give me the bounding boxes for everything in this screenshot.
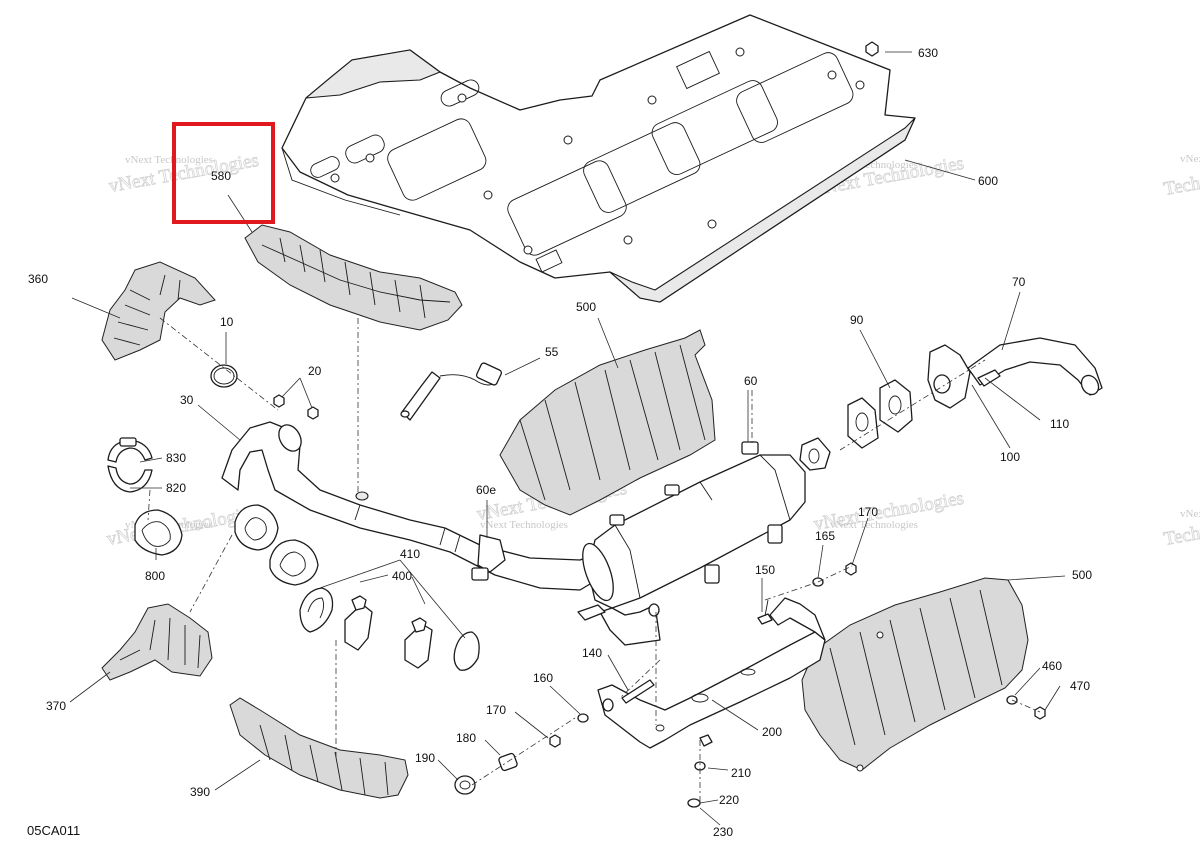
- nut-20: [273, 394, 319, 420]
- callout-500-upper: 500: [576, 300, 596, 314]
- callout-10: 10: [220, 315, 234, 329]
- washer-165: [812, 577, 824, 587]
- oxygen-sensor-55: [400, 362, 503, 421]
- callout-20: 20: [308, 364, 322, 378]
- callout-170-lower: 170: [486, 703, 506, 717]
- washer-160: [577, 713, 589, 723]
- washer-220: [687, 798, 701, 808]
- callout-60e: 60e: [476, 483, 496, 497]
- callout-200: 200: [762, 725, 782, 739]
- rivet-210: [694, 734, 713, 771]
- callout-500-lower: 500: [1072, 568, 1092, 582]
- callout-800: 800: [145, 569, 165, 583]
- callout-830: 830: [166, 451, 186, 465]
- callout-90: 90: [850, 313, 864, 327]
- bolt-630: [865, 41, 879, 57]
- callout-460: 460: [1042, 659, 1062, 673]
- callout-410: 410: [400, 547, 420, 561]
- grommet-190: [454, 775, 476, 795]
- callout-55: 55: [545, 345, 559, 359]
- bolt-470: [1034, 706, 1046, 720]
- callout-170-upper: 170: [858, 505, 878, 519]
- assembly-lines: [147, 317, 1041, 805]
- tailpipe-70: [927, 337, 1103, 409]
- callout-190: 190: [415, 751, 435, 765]
- callout-360: 360: [28, 272, 48, 286]
- callout-labels: 630 600 580 360 10 20 30 55 500 60 70 90…: [28, 46, 1092, 839]
- heat-shield-500-upper: [499, 329, 716, 516]
- gasket-90: [799, 379, 913, 471]
- heat-shield-580: [244, 224, 463, 331]
- callout-630: 630: [918, 46, 938, 60]
- callout-220: 220: [719, 793, 739, 807]
- callout-150: 150: [755, 563, 775, 577]
- clamp-60e: [471, 534, 506, 581]
- bracket-200: [597, 597, 826, 749]
- clamp-800: [134, 509, 183, 556]
- heat-shield-370: [101, 603, 213, 681]
- callout-140: 140: [582, 646, 602, 660]
- callout-580: 580: [211, 169, 231, 183]
- skid-plate-600: [281, 14, 916, 303]
- bolt-150: [757, 599, 773, 625]
- clamp-830: [107, 437, 153, 493]
- watermark-text: vNext Technologies: [125, 154, 213, 166]
- callout-100: 100: [1000, 450, 1020, 464]
- callout-470: 470: [1070, 679, 1090, 693]
- leader-lines: [69, 51, 1066, 826]
- heat-shield-360: [101, 261, 216, 361]
- callout-600: 600: [978, 174, 998, 188]
- muffler-60: [577, 441, 806, 646]
- heat-shield-390: [229, 697, 409, 799]
- spring-clamp-410: [299, 587, 480, 671]
- callout-165: 165: [815, 529, 835, 543]
- callout-60: 60: [744, 374, 758, 388]
- bolt-140: [621, 679, 655, 704]
- callout-230: 230: [713, 825, 733, 839]
- watermark-text: vNext Technologies: [480, 519, 568, 531]
- callout-160: 160: [533, 671, 553, 685]
- o-ring-10: [210, 364, 238, 388]
- callout-400: 400: [392, 569, 412, 583]
- heat-shield-500-lower: [801, 577, 1029, 772]
- watermark-text: vNext: [1180, 153, 1200, 165]
- highlight-box: [172, 122, 275, 224]
- nut-170: [549, 562, 857, 748]
- callout-180: 180: [456, 731, 476, 745]
- callout-110: 110: [1050, 417, 1069, 431]
- callout-210: 210: [731, 766, 751, 780]
- callout-820: 820: [166, 481, 186, 495]
- bolt-110: [977, 369, 1001, 387]
- watermark-text: Technologies: [1162, 162, 1200, 200]
- watermark-text: vNext Technologies: [830, 519, 918, 531]
- diagram-id: 05CA011: [27, 823, 80, 838]
- callout-370: 370: [46, 699, 66, 713]
- clamp-pair: [234, 504, 319, 586]
- callout-70: 70: [1012, 275, 1026, 289]
- callout-30: 30: [180, 393, 194, 407]
- watermark-text: vNext: [1180, 508, 1200, 520]
- callout-390: 390: [190, 785, 210, 799]
